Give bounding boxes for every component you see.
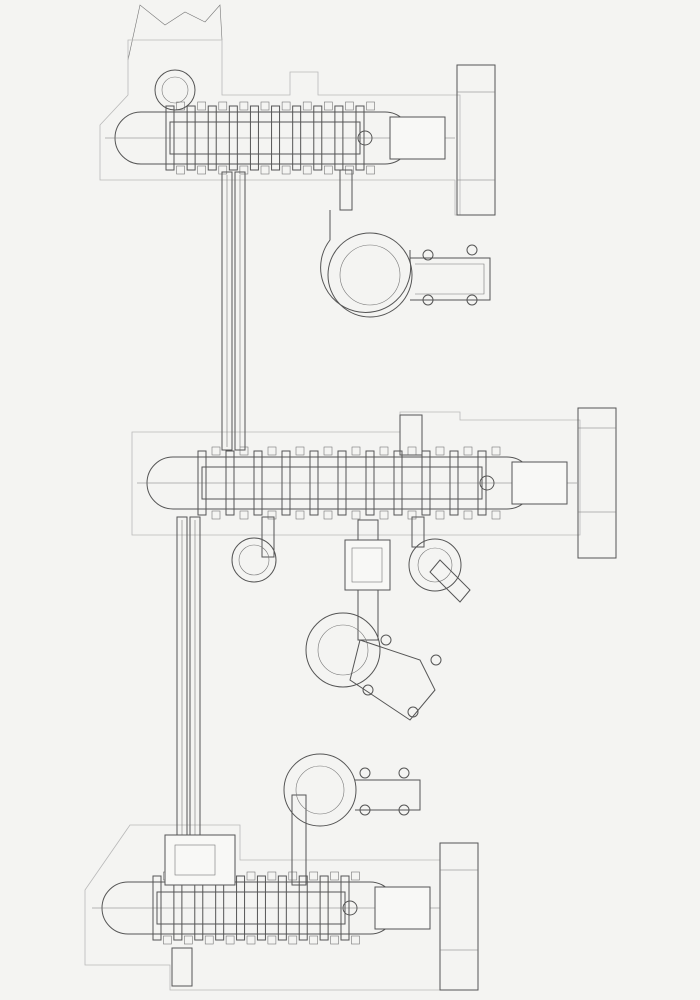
station-sensor — [379, 510, 389, 520]
station-sensor — [302, 101, 312, 111]
station-sensor — [366, 101, 375, 111]
station-sensor — [281, 101, 291, 111]
station-sensor — [218, 165, 228, 175]
station-sensor — [267, 935, 277, 945]
station-sensor — [309, 871, 318, 881]
station-sensor — [330, 935, 339, 945]
station-sensor — [267, 446, 277, 456]
station-sensor — [351, 935, 360, 945]
station-sensor — [204, 935, 214, 945]
drive-motor — [374, 886, 431, 930]
station-sensor — [211, 510, 221, 520]
building-outlines — [84, 4, 581, 991]
station-sensor — [267, 871, 277, 881]
station-post — [292, 105, 302, 171]
station-sensor — [260, 101, 270, 111]
station-post — [313, 105, 323, 171]
station-post — [449, 450, 459, 516]
station-post — [421, 450, 431, 516]
station-sensor — [288, 935, 298, 945]
station-sensor — [288, 871, 298, 881]
station-post — [256, 875, 266, 941]
station-sensor — [197, 165, 206, 175]
station-post — [207, 105, 217, 171]
station-post — [309, 450, 319, 516]
station-sensor — [379, 446, 389, 456]
station-sensor — [491, 510, 501, 520]
station-sensor — [239, 446, 249, 456]
station-sensor — [330, 871, 339, 881]
station-post — [337, 450, 347, 516]
station-sensor — [184, 935, 193, 945]
station-sensor — [351, 871, 360, 881]
station-sensor — [323, 446, 333, 456]
station-post — [228, 105, 238, 171]
station-post — [393, 450, 403, 516]
station-post — [197, 450, 207, 516]
station-post — [249, 105, 259, 171]
station-sensor — [324, 165, 333, 175]
station-sensor — [176, 165, 185, 175]
station-post — [477, 450, 487, 516]
station-sensor — [309, 935, 318, 945]
station-sensor — [366, 165, 375, 175]
station-post — [186, 105, 196, 171]
drive-blocks — [439, 64, 617, 991]
drive-motor — [511, 461, 568, 505]
station-sensor — [295, 446, 305, 456]
station-sensor — [463, 510, 473, 520]
station-sensor — [163, 935, 172, 945]
drive-sprocket — [479, 475, 495, 491]
station-sensor — [281, 165, 291, 175]
station-post — [152, 875, 162, 941]
station-sensor — [260, 165, 270, 175]
station-post — [236, 875, 246, 941]
station-sensor — [302, 165, 312, 175]
station-sensor — [351, 446, 361, 456]
station-sensor — [351, 510, 361, 520]
station-post — [298, 875, 308, 941]
station-sensor — [435, 510, 445, 520]
station-sensor — [239, 165, 249, 175]
station-post — [340, 875, 350, 941]
station-post — [319, 875, 329, 941]
station-sensor — [211, 446, 221, 456]
station-sensor — [407, 446, 417, 456]
conveyors — [92, 101, 577, 945]
station-post — [281, 450, 291, 516]
station-sensor — [246, 871, 256, 881]
drive-sprocket — [342, 900, 358, 916]
station-sensor — [463, 446, 473, 456]
station-post — [365, 450, 375, 516]
transfer-rails — [176, 169, 425, 886]
station-post — [334, 105, 344, 171]
station-post — [271, 105, 281, 171]
station-sensor — [295, 510, 305, 520]
station-post — [253, 450, 263, 516]
station-post — [277, 875, 287, 941]
station-sensor — [246, 935, 256, 945]
station-sensor — [324, 101, 333, 111]
turntables — [154, 69, 491, 987]
station-post — [355, 105, 365, 171]
station-sensor — [197, 101, 206, 111]
station-sensor — [218, 101, 228, 111]
station-post — [225, 450, 235, 516]
station-sensor — [323, 510, 333, 520]
station-sensor — [239, 510, 249, 520]
station-post — [165, 105, 175, 171]
station-sensor — [225, 935, 235, 945]
station-sensor — [239, 101, 249, 111]
station-sensor — [267, 510, 277, 520]
drive-sprocket — [357, 130, 373, 146]
station-sensor — [491, 446, 501, 456]
drive-motor — [389, 116, 446, 160]
station-sensor — [435, 446, 445, 456]
station-sensor — [345, 101, 354, 111]
